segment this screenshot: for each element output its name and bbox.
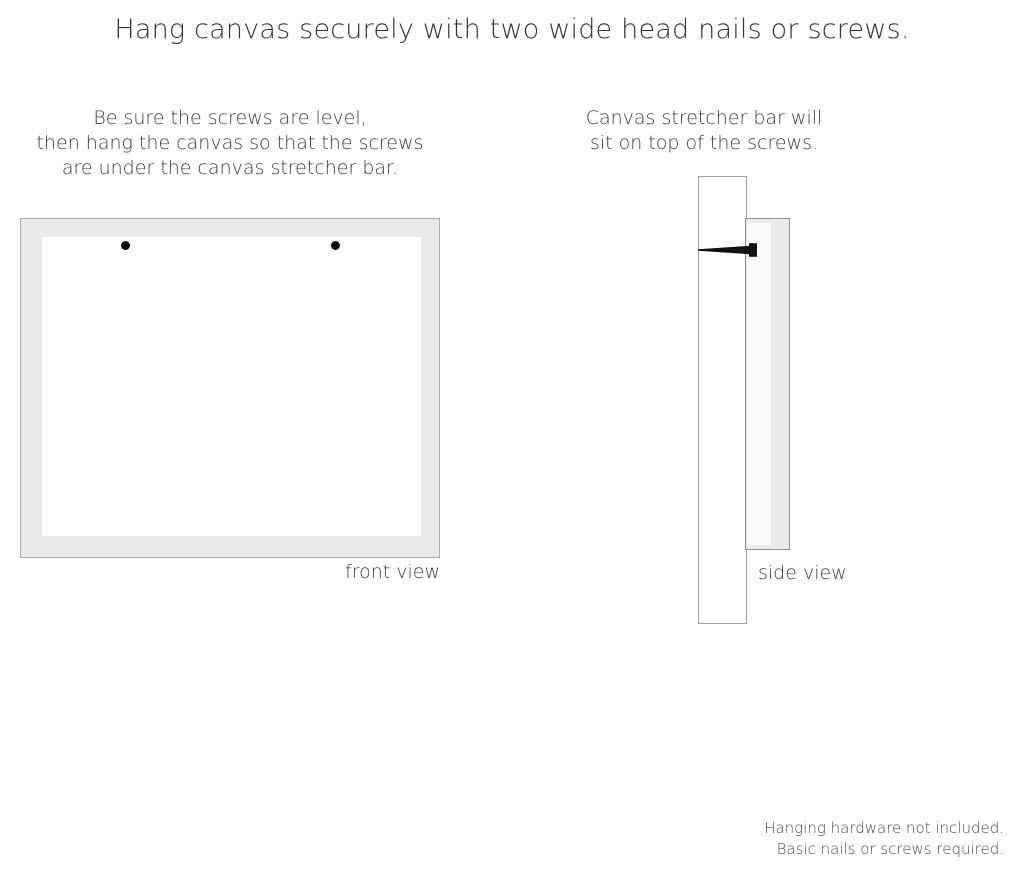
front-view-canvas-face <box>42 237 421 536</box>
front-view-caption: Be sure the screws are level, then hang … <box>20 106 440 181</box>
screw-side-profile-icon <box>698 243 757 257</box>
screw-head-dot-icon <box>121 241 130 250</box>
front-view-label: front view <box>345 561 440 583</box>
front-view-canvas-frame <box>20 218 440 558</box>
front-caption-line-3: are under the canvas stretcher bar. <box>61 157 399 179</box>
front-caption-line-2: then hang the canvas so that the screws <box>36 132 424 154</box>
footer-line-1: Hanging hardware not included. <box>764 819 1004 837</box>
front-caption-line-1: Be sure the screws are level, <box>93 107 367 129</box>
side-view-label: side view <box>758 562 847 584</box>
side-caption-line-1: Canvas stretcher bar will <box>585 107 823 129</box>
side-view-caption: Canvas stretcher bar will sit on top of … <box>580 106 828 156</box>
side-view-illustration <box>698 176 808 626</box>
stretcher-bar-inner <box>747 223 771 545</box>
page-title: Hang canvas securely with two wide head … <box>114 14 910 45</box>
side-caption-line-2: sit on top of the screws. <box>589 132 819 154</box>
footer-line-2: Basic nails or screws required. <box>776 840 1004 858</box>
screw-head-dot-icon <box>331 241 340 250</box>
footer-note: Hanging hardware not included. Basic nai… <box>704 818 1004 860</box>
